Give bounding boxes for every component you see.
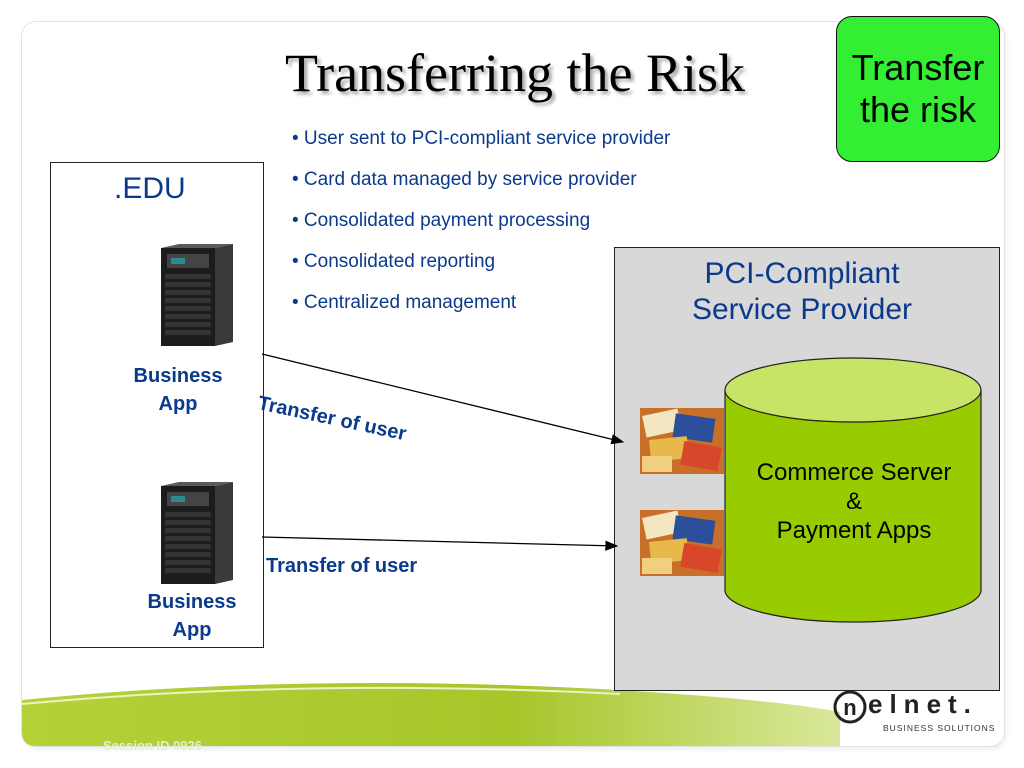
pci-title-line-1: PCI-Compliant <box>704 257 900 290</box>
callout-line-2: the risk <box>859 89 977 130</box>
slide-title: Transferring the Risk <box>285 43 745 103</box>
arrow-label: Transfer of user <box>266 555 418 577</box>
app-label-line-1: Business <box>147 591 237 613</box>
svg-text:n: n <box>843 695 856 720</box>
transfer-arrow-1 <box>261 353 625 445</box>
credit-cards-icon <box>640 408 724 474</box>
business-app-label: Business App <box>118 362 238 418</box>
server-icon <box>161 244 233 346</box>
bullet-item: • Consolidated payment processing <box>292 210 591 231</box>
business-app-label: Business App <box>132 588 252 644</box>
transfer-risk-callout: Transfer the risk <box>836 16 1000 162</box>
transfer-arrow-2 <box>261 536 619 551</box>
bullet-item: • Centralized management <box>292 292 517 313</box>
app-label-line-2: App <box>172 619 212 641</box>
logo-tagline: BUSINESS SOLUTIONS <box>883 723 996 733</box>
bullet-item: • Consolidated reporting <box>292 251 496 272</box>
commerce-server-label: Commerce Server & Payment Apps <box>730 458 978 545</box>
credit-cards-icon <box>640 510 724 576</box>
logo-wordmark: elnet. <box>868 689 978 719</box>
bullet-item: • Card data managed by service provider <box>292 169 637 190</box>
bullet-list: • User sent to PCI-compliant service pro… <box>292 128 670 333</box>
pci-title-line-2: Service Provider <box>691 293 913 326</box>
app-label-line-2: App <box>158 393 198 415</box>
callout-line-1: Transfer <box>851 47 985 88</box>
bullet-item: • User sent to PCI-compliant service pro… <box>292 128 671 149</box>
cylinder-line-1: Commerce Server <box>756 459 952 486</box>
edu-label: .EDU <box>114 172 186 205</box>
server-icon <box>161 482 233 584</box>
cylinder-line-3: Payment Apps <box>776 517 932 544</box>
pci-provider-title: PCI-Compliant Service Provider <box>614 256 990 328</box>
app-label-line-1: Business <box>133 365 223 387</box>
cylinder-line-2: & <box>845 488 862 515</box>
nelnet-logo: n <box>833 690 867 724</box>
session-id: Session ID 0926 <box>103 738 202 753</box>
